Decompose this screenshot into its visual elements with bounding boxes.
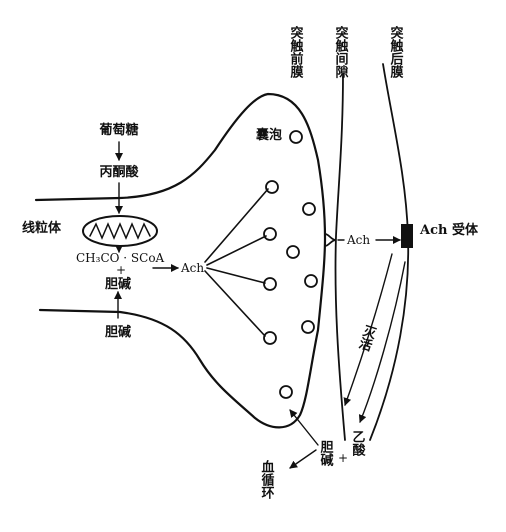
vesicle <box>263 277 277 291</box>
vesicle <box>263 331 277 345</box>
vesicle-label: 囊泡 <box>255 127 282 143</box>
blood-circulation-arrow <box>289 449 317 469</box>
vesicle <box>301 320 315 334</box>
inactivation-arrow-long <box>343 253 393 406</box>
ach-to-vesicle-line <box>204 188 269 263</box>
choline-inside-label: 胆碱 <box>105 276 131 292</box>
ach-receptor-label: Ach 受体 <box>419 222 479 238</box>
ach-in-cleft-label: Ach <box>346 233 370 247</box>
choline-uptake-label: 胆碱 <box>105 324 131 340</box>
ach-synthesized-label: Ach <box>180 261 204 275</box>
acetic-acid-label: 乙酸 <box>350 430 366 457</box>
acetylcoa-label: CH₃CO · SCoA <box>76 251 165 265</box>
synaptic-cleft-line <box>334 73 346 441</box>
vesicle <box>304 274 318 288</box>
mitochondrion-label: 线粒体 <box>22 220 62 236</box>
pyruvate-label: 丙酮酸 <box>99 164 139 180</box>
vesicle <box>279 385 293 399</box>
inactivation-arrow-short <box>358 261 406 423</box>
blood-circulation-label: 血循环 <box>259 459 275 500</box>
ach-to-vesicle-line <box>204 270 266 337</box>
vesicle <box>265 180 279 194</box>
choline-reuptake-arrow <box>289 409 319 446</box>
mitochondrion <box>82 215 158 247</box>
synaptic-cleft-label: 突触间隙 <box>333 25 350 79</box>
glucose-label: 葡萄糖 <box>98 122 138 138</box>
ach-to-vesicle-line <box>206 235 267 266</box>
products-plus-label: + <box>338 451 348 465</box>
plus-sign-label: + <box>116 263 126 277</box>
release-site <box>324 233 337 247</box>
inactivation-label: 灭活 <box>354 323 378 354</box>
ach-to-vesicle-line <box>206 267 266 284</box>
vesicle <box>302 202 316 216</box>
vesicle <box>286 245 300 259</box>
vesicle <box>289 130 303 144</box>
postsynaptic-membrane-label: 突触后膜 <box>388 25 405 79</box>
presynaptic-membrane-outline <box>34 92 327 429</box>
choline-product-label: 胆碱 <box>318 440 334 467</box>
vesicle <box>263 227 277 241</box>
postsynaptic-membrane-line <box>369 63 410 441</box>
presynaptic-membrane-label: 突触前膜 <box>288 25 305 79</box>
ach-receptor-block <box>401 224 413 248</box>
